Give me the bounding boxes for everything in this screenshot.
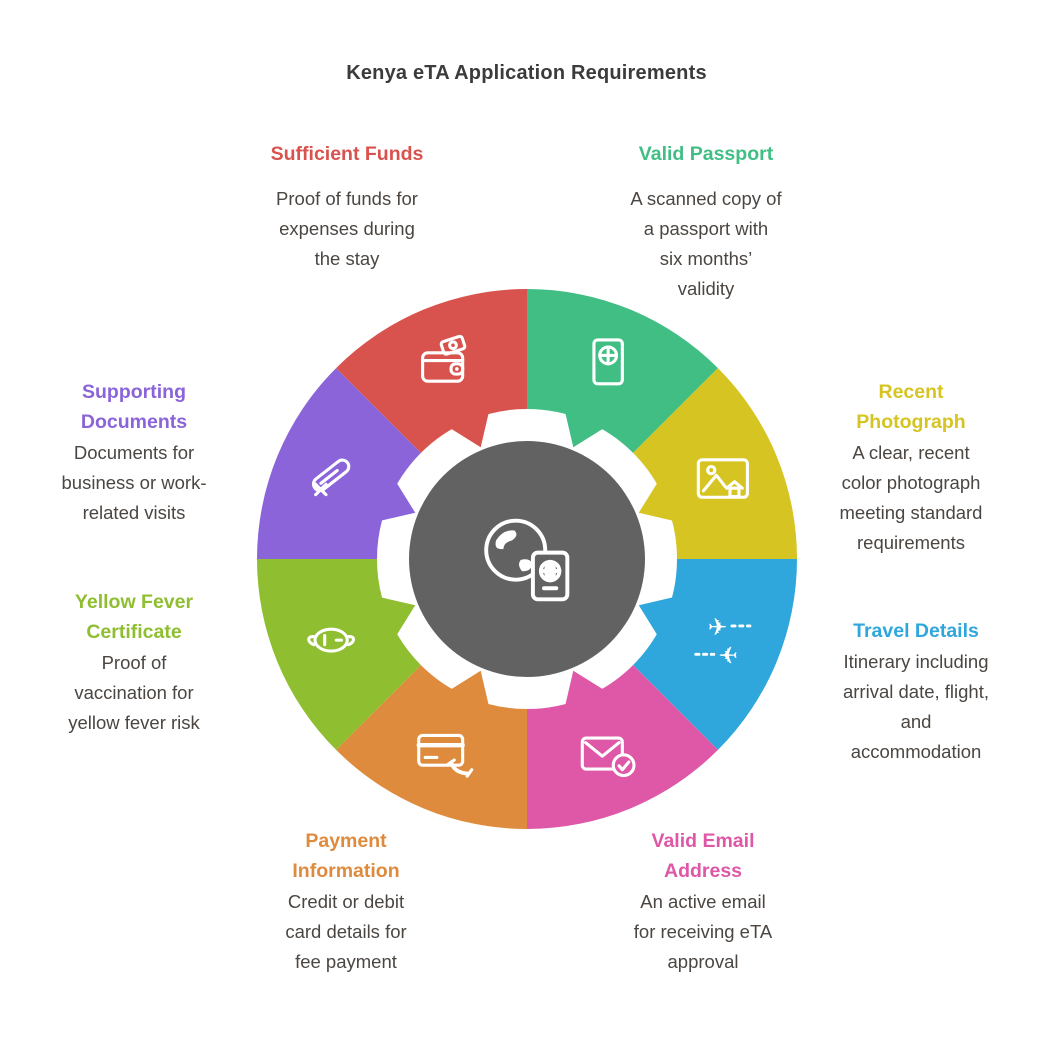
requirement-heading: Payment Information — [292, 830, 400, 882]
segment-supporting-documents — [257, 368, 421, 559]
requirement-description: Documents for business or work- related … — [61, 442, 207, 523]
requirement-heading: Supporting Documents — [80, 381, 188, 433]
requirement-sufficient-funds: Sufficient Funds Proof of funds for expe… — [217, 139, 477, 274]
requirement-supporting-documents: Supporting Documents Documents for busin… — [4, 377, 264, 528]
requirement-recent-photograph: Recent Photograph A clear, recent color … — [781, 377, 1041, 558]
requirement-payment-information: Payment Information Credit or debit card… — [216, 826, 476, 977]
requirement-travel-details: Travel Details Itinerary including arriv… — [786, 616, 1046, 767]
requirement-heading: Recent Photograph — [856, 381, 966, 433]
requirement-heading: Valid Email Address — [651, 830, 755, 882]
requirements-wheel: ✈ ✈ — [257, 289, 797, 829]
segment-pointer-payment-information — [449, 670, 489, 707]
requirement-description: Proof of vaccination for yellow fever ri… — [68, 652, 200, 733]
requirement-description: An active email for receiving eTA approv… — [633, 891, 773, 972]
segment-sufficient-funds — [336, 289, 527, 453]
requirement-valid-passport: Valid Passport A scanned copy of a passp… — [576, 139, 836, 304]
requirement-heading: Valid Passport — [638, 143, 774, 165]
requirement-yellow-fever-certificate: Yellow Fever Certificate Proof of vaccin… — [4, 587, 264, 738]
segment-recent-photograph — [633, 368, 797, 559]
segment-pointer-valid-email-address — [565, 670, 605, 707]
requirement-description: Itinerary including arrival date, flight… — [842, 651, 989, 762]
segment-pointer-sufficient-funds — [449, 411, 489, 448]
requirement-heading: Yellow Fever Certificate — [74, 591, 194, 643]
center-hub — [409, 441, 645, 677]
segment-yellow-fever-certificate — [257, 559, 421, 750]
page-title: Kenya eTA Application Requirements — [346, 62, 707, 84]
segment-pointer-recent-photograph — [638, 481, 675, 521]
requirement-heading: Sufficient Funds — [270, 143, 424, 165]
segment-pointer-travel-details — [638, 597, 675, 637]
requirement-valid-email-address: Valid Email Address An active email for … — [573, 826, 833, 977]
requirement-description: A scanned copy of a passport with six mo… — [630, 188, 782, 299]
requirement-description: Proof of funds for expenses during the s… — [276, 188, 418, 269]
requirement-description: Credit or debit card details for fee pay… — [285, 891, 407, 972]
segment-pointer-yellow-fever-certificate — [379, 597, 416, 637]
segment-pointer-valid-passport — [565, 411, 605, 448]
segment-pointer-supporting-documents — [379, 481, 416, 521]
requirement-description: A clear, recent color photograph meeting… — [839, 442, 983, 553]
requirement-heading: Travel Details — [853, 620, 979, 642]
wheel-segments — [257, 289, 797, 829]
